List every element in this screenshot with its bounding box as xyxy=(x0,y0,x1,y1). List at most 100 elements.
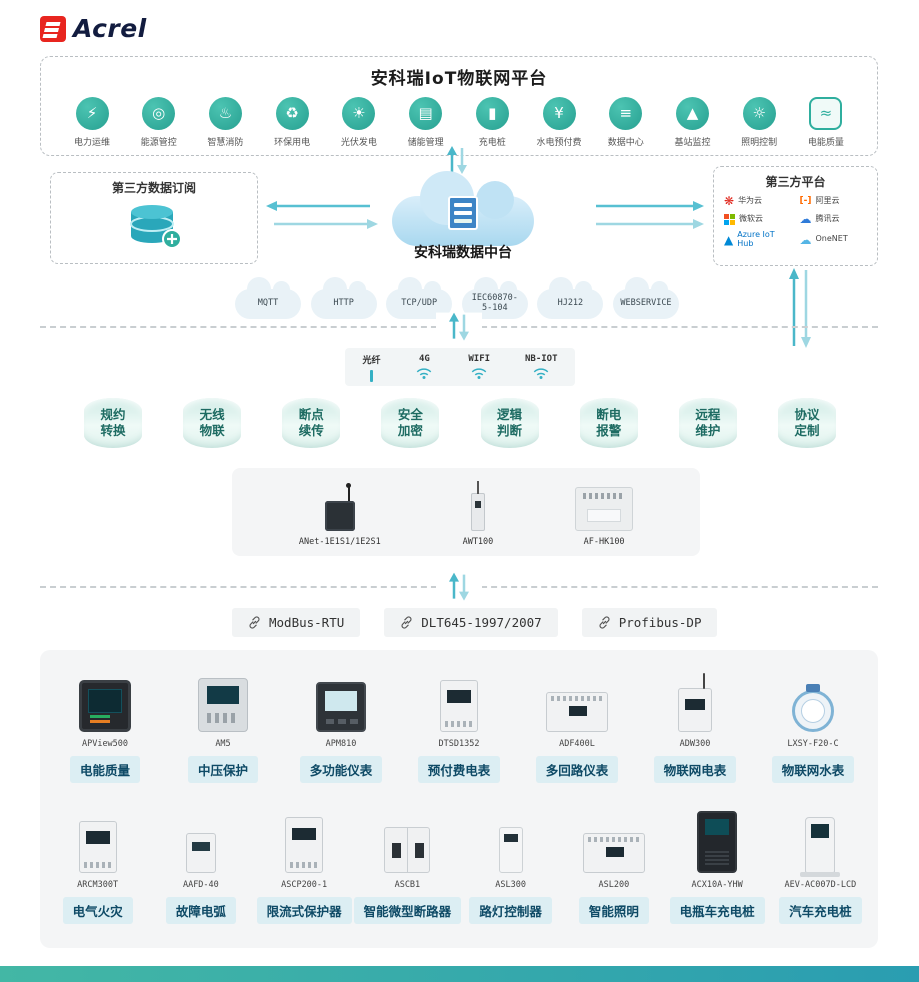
feature-label: 安全加密 xyxy=(397,406,423,438)
device-category-chip: 故障电弧 xyxy=(165,897,236,924)
acrel-logo: Acrel xyxy=(40,14,147,43)
microsoft-icon xyxy=(724,213,735,225)
updown-arrow-divider1 xyxy=(436,312,482,341)
charging-icon: ▮ xyxy=(475,97,509,130)
platform-app: ⚡电力运维 xyxy=(63,97,121,148)
device-image xyxy=(78,807,117,873)
subscription-box-title: 第三方数据订阅 xyxy=(111,181,196,195)
tp-label: 华为云 xyxy=(738,195,763,205)
tp-label: OneNET xyxy=(815,234,848,244)
device-category-chip: 限流式保护器 xyxy=(256,897,352,924)
huawei-cloud-icon: ❋ xyxy=(724,194,735,208)
field-protocol-label: DLT645-1997/2007 xyxy=(421,615,542,630)
connectivity-label: NB-IOT xyxy=(524,354,558,364)
device-category-chip: 电气火灾 xyxy=(62,897,133,924)
wifi-icon xyxy=(532,366,550,380)
device-card: LXSY-F20-C 物联网水表 xyxy=(763,666,863,783)
device-category-chip: 智能照明 xyxy=(578,897,649,924)
protocol-cloud-label: HTTP xyxy=(333,298,354,309)
device-category-chip: 物联网水表 xyxy=(771,756,855,783)
updown-arrow-divider2 xyxy=(436,572,482,601)
field-protocol-button: Profibus-DP xyxy=(581,608,718,637)
device-model: ASCP200-1 xyxy=(281,880,328,890)
tencent-cloud-icon: ☁ xyxy=(799,212,812,226)
azure-icon: ▲ xyxy=(724,232,734,247)
connectivity-label: 4G xyxy=(419,354,430,364)
gateway-slim xyxy=(470,481,485,531)
gateway-item: AF-HK100 xyxy=(575,487,634,547)
platform-apps-row: ⚡电力运维◎能源管控♨智慧消防♻环保用电☀光伏发电▤储能管理▮充电桩¥水电预付费… xyxy=(41,89,877,148)
features-row: 规约转换无线物联断点续传安全加密逻辑判断断电报警远程维护协议定制 xyxy=(84,398,836,448)
data-middle-platform: 安科瑞数据中台 xyxy=(388,168,538,262)
device-model: ASL200 xyxy=(598,880,630,890)
third-party-item: ▲Azure IoT Hub xyxy=(724,230,792,249)
device-category-chip: 中压保护 xyxy=(187,756,258,783)
app-label: 环保用电 xyxy=(274,138,311,148)
device-image xyxy=(384,807,431,873)
device-model: AAFD-40 xyxy=(182,880,219,890)
panel-dark2 xyxy=(316,682,366,732)
gateway-item: AWT100 xyxy=(463,479,493,547)
wifi-icon xyxy=(470,366,488,380)
third-party-item: ❋华为云 xyxy=(724,195,792,207)
feature-cylinder: 协议定制 xyxy=(777,398,836,448)
app-label: 能源管控 xyxy=(140,138,177,148)
device-image xyxy=(697,807,738,873)
feature-label: 逻辑判断 xyxy=(497,406,523,438)
storage-icon: ▤ xyxy=(409,97,443,130)
device-category-chip: 多功能仪表 xyxy=(299,756,383,783)
breaker xyxy=(384,827,431,873)
third-party-item: ☁腾讯云 xyxy=(800,213,868,225)
device-model: APView500 xyxy=(81,739,129,749)
basestation-icon: ▲ xyxy=(675,97,709,130)
connectivity-item: WIFI xyxy=(468,354,490,380)
device-category-chip: 电能质量 xyxy=(69,756,140,783)
platform-app: ☼照明控制 xyxy=(730,97,788,148)
feature-cylinder: 逻辑判断 xyxy=(480,398,539,448)
device-image xyxy=(678,666,712,732)
platform-title: 安科瑞IoT物联网平台 xyxy=(370,69,548,89)
feature-cylinder: 断点续传 xyxy=(282,398,341,448)
third-party-subscription-box: 第三方数据订阅 xyxy=(50,172,258,264)
device-model: ASCB1 xyxy=(394,880,421,890)
connectivity-bar: 光纤 4G WIFI NB-IOT xyxy=(345,348,575,386)
app-label: 光伏发电 xyxy=(340,138,377,148)
feature-label: 断电报警 xyxy=(596,406,622,438)
platform-app: ▤储能管理 xyxy=(397,97,455,148)
app-label: 数据中心 xyxy=(607,138,644,148)
gateway-item: ANet-1E1S1/1E2S1 xyxy=(298,483,381,547)
third-party-item: ☁OneNET xyxy=(800,231,868,249)
cabinet-dark xyxy=(697,811,738,873)
feature-label: 远程维护 xyxy=(695,406,721,438)
water-meter xyxy=(792,690,834,732)
device-image xyxy=(546,666,608,732)
device-model: ACX10A-YHW xyxy=(691,880,743,890)
app-label: 照明控制 xyxy=(741,138,778,148)
gateway-antenna xyxy=(324,483,355,531)
updown-arrow-right xyxy=(786,268,814,348)
field-protocol-button: ModBus-RTU xyxy=(232,608,361,637)
cloud-icon xyxy=(392,171,534,246)
charger-white xyxy=(800,817,841,877)
device-model: LXSY-F20-C xyxy=(787,739,839,749)
acrel-logo-text: Acrel xyxy=(73,14,147,43)
platform-app: ▮充电桩 xyxy=(463,97,521,148)
protocol-cloud: MQTT xyxy=(235,277,301,319)
protocol-cloud-label: HJ212 xyxy=(557,298,584,309)
field-protocols-row: ModBus-RTU DLT645-1997/2007 Profibus-DP xyxy=(232,608,718,637)
tp-label: 微软云 xyxy=(739,213,763,223)
feature-cylinder: 无线物联 xyxy=(183,398,242,448)
divider-lower xyxy=(40,572,878,601)
connectivity-label: 光纤 xyxy=(362,355,381,366)
connectivity-item: NB-IOT xyxy=(525,354,558,380)
data-middle-platform-label: 安科瑞数据中台 xyxy=(414,245,512,261)
gateway-model: ANet-1E1S1/1E2S1 xyxy=(298,537,381,547)
footer-bar xyxy=(0,966,919,982)
